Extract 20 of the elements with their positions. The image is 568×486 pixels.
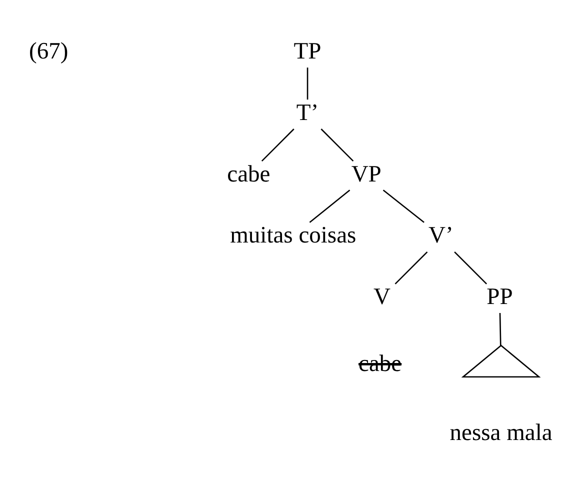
- node-text: V’: [428, 222, 454, 248]
- node-text: PP: [486, 284, 513, 310]
- node-text: VP: [351, 160, 382, 187]
- node-triangle: [461, 344, 541, 378]
- connector: [394, 250, 428, 284]
- connector: [382, 189, 424, 222]
- node-text: cabe: [227, 160, 270, 187]
- connector: [306, 67, 308, 100]
- node-text: muitas coisas: [230, 222, 356, 248]
- node-text: V: [374, 284, 391, 310]
- node-text: T’: [296, 99, 319, 126]
- node-text: TP: [294, 38, 322, 64]
- connector: [261, 128, 294, 161]
- connector: [320, 128, 354, 161]
- node-label: nessa mala: [450, 420, 552, 446]
- connector: [309, 189, 350, 222]
- connector: [454, 250, 488, 284]
- connector: [499, 312, 502, 346]
- label: (67): [29, 38, 68, 64]
- node-label: cabe: [358, 350, 402, 376]
